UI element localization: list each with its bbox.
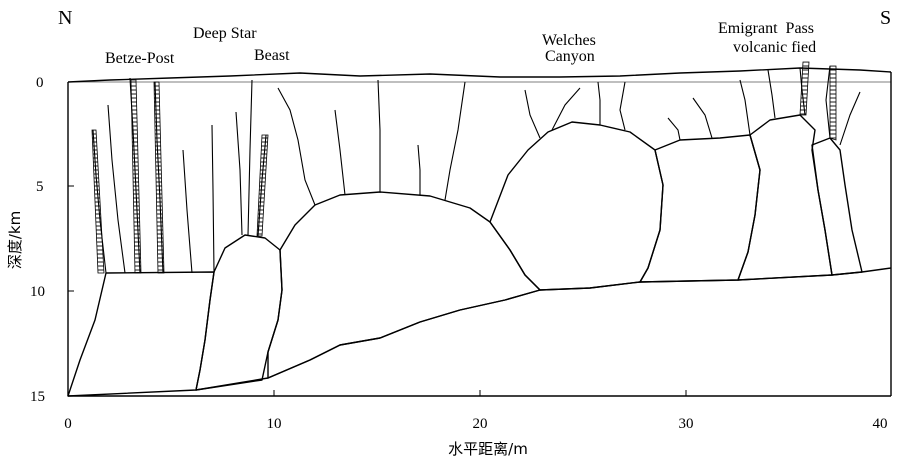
label-betze-post: Betze-Post: [105, 50, 175, 67]
dyke: [247, 79, 253, 236]
dyke: [619, 81, 626, 131]
basement-boundary: [195, 267, 892, 391]
dyke-patterned: [256, 134, 269, 237]
dyke-patterned: [91, 129, 105, 274]
y-tick-label: 5: [36, 179, 44, 195]
x-tick-label: 30: [679, 416, 694, 432]
crosshatch-body: [811, 137, 863, 276]
deep-star-body: [195, 234, 283, 391]
dyke: [211, 124, 215, 273]
dyke-patterned: [153, 81, 165, 274]
y-axis-title: 深度/km: [6, 211, 24, 269]
dyke: [182, 149, 193, 274]
label-emigrant-pass: Emigrant Pass: [718, 20, 814, 37]
dyke: [597, 81, 601, 125]
welches-canyon-body: [489, 121, 664, 291]
dyke: [767, 69, 776, 119]
y-tick-label: 10: [30, 284, 45, 300]
dyke: [444, 81, 466, 201]
dyke: [377, 79, 381, 192]
circle-pattern-body: [639, 134, 761, 283]
dyke: [277, 87, 316, 206]
dyke: [839, 91, 861, 146]
dyke-patterned: [799, 61, 810, 116]
x-axis: 0 10 20 30 40 水平距离/m: [64, 390, 892, 458]
dyke: [692, 97, 713, 139]
x-tick-label: 10: [267, 416, 282, 432]
dyke: [551, 87, 581, 131]
dyke-patterned: [130, 79, 142, 274]
dyke: [107, 104, 126, 274]
terrain-surface: [67, 67, 892, 83]
label-canyon: Canyon: [545, 48, 595, 65]
dyke-patterned: [829, 65, 837, 141]
beast-body: [267, 191, 541, 379]
dyke: [524, 89, 541, 139]
label-beast: Beast: [254, 47, 290, 64]
x-tick-label: 20: [473, 416, 488, 432]
dyke: [235, 111, 243, 236]
dyke: [825, 65, 831, 139]
label-volcanic-fied: volcanic fied: [733, 39, 816, 56]
x-tick-label: 40: [873, 416, 888, 432]
dyke: [667, 117, 681, 141]
plot-frame: [67, 72, 892, 397]
x-tick-label: 0: [64, 416, 72, 432]
dyke: [334, 109, 346, 196]
y-axis: 0 5 10 15 深度/km: [6, 75, 74, 405]
y-tick-label: 0: [36, 75, 44, 91]
label-welches: Welches: [542, 32, 596, 49]
dyke: [739, 79, 751, 136]
y-tick-label: 15: [30, 389, 45, 405]
label-deep-star: Deep Star: [193, 25, 257, 42]
south-label: S: [880, 7, 891, 29]
emigrant-pass-body: [737, 114, 833, 281]
betze-post-body: [67, 271, 215, 397]
dyke: [417, 144, 421, 195]
dykes: [91, 61, 861, 274]
north-label: N: [58, 7, 72, 29]
x-axis-title: 水平距离/m: [448, 440, 528, 458]
